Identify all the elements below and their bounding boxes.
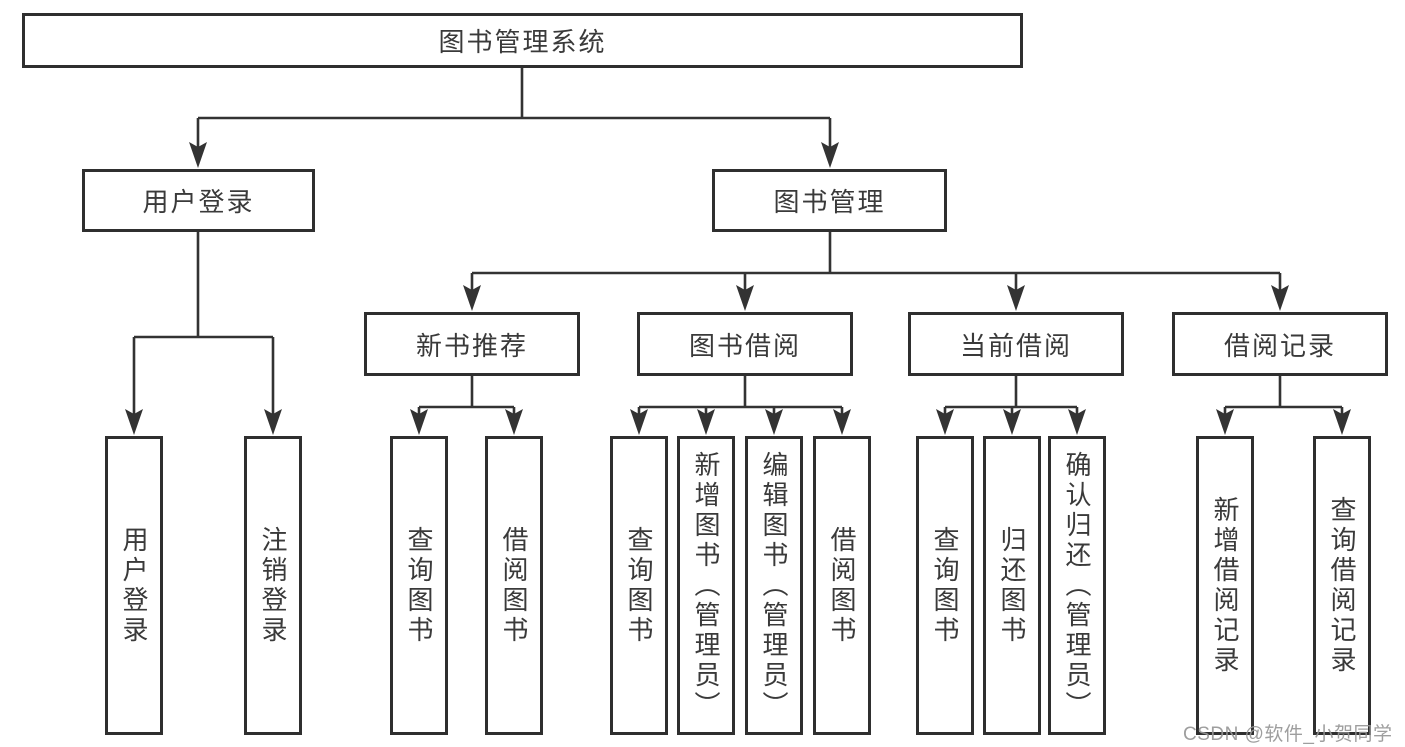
node-library-management-system: 图书管理系统 — [22, 13, 1023, 68]
leaf-borrow-books-recommend-label: 借阅图书 — [499, 525, 529, 646]
leaf-query-books-recommend: 查询图书 — [390, 436, 448, 735]
leaf-query-books-current: 查询图书 — [916, 436, 974, 735]
leaf-query-borrow-record: 查询借阅记录 — [1313, 436, 1371, 735]
node-user-login: 用户登录 — [82, 169, 315, 232]
leaf-borrow-books-recommend: 借阅图书 — [485, 436, 543, 735]
leaf-return-book-label: 归还图书 — [997, 525, 1027, 646]
node-book-borrowing: 图书借阅 — [637, 312, 853, 376]
node-current-borrowing: 当前借阅 — [908, 312, 1124, 376]
leaf-logout-label: 注销登录 — [258, 525, 288, 646]
leaf-edit-book-admin: 编辑图书（管理员） — [745, 436, 803, 735]
leaf-logout: 注销登录 — [244, 436, 302, 735]
leaf-return-book: 归还图书 — [983, 436, 1041, 735]
leaf-add-book-admin-label: 新增图书（管理员） — [691, 450, 721, 721]
leaf-confirm-return-admin: 确认归还（管理员） — [1048, 436, 1106, 735]
node-borrowing-records: 借阅记录 — [1172, 312, 1388, 376]
leaf-query-books-recommend-label: 查询图书 — [404, 525, 434, 646]
leaf-add-borrow-record: 新增借阅记录 — [1196, 436, 1254, 735]
leaf-user-login-label: 用户登录 — [119, 525, 149, 646]
leaf-edit-book-admin-label: 编辑图书（管理员） — [759, 450, 789, 721]
leaf-query-books-borrowing: 查询图书 — [610, 436, 668, 735]
csdn-watermark: CSDN @软件_小贺同学 — [1183, 724, 1393, 745]
leaf-add-book-admin: 新增图书（管理员） — [677, 436, 735, 735]
leaf-add-borrow-record-label: 新增借阅记录 — [1210, 495, 1240, 676]
leaf-borrow-books-borrowing-label: 借阅图书 — [827, 525, 857, 646]
leaf-user-login: 用户登录 — [105, 436, 163, 735]
leaf-borrow-books-borrowing: 借阅图书 — [813, 436, 871, 735]
leaf-confirm-return-admin-label: 确认归还（管理员） — [1062, 450, 1092, 721]
leaf-query-books-borrowing-label: 查询图书 — [624, 525, 654, 646]
node-new-book-recommendation: 新书推荐 — [364, 312, 580, 376]
leaf-query-borrow-record-label: 查询借阅记录 — [1327, 495, 1357, 676]
node-book-management: 图书管理 — [712, 169, 947, 232]
leaf-query-books-current-label: 查询图书 — [930, 525, 960, 646]
